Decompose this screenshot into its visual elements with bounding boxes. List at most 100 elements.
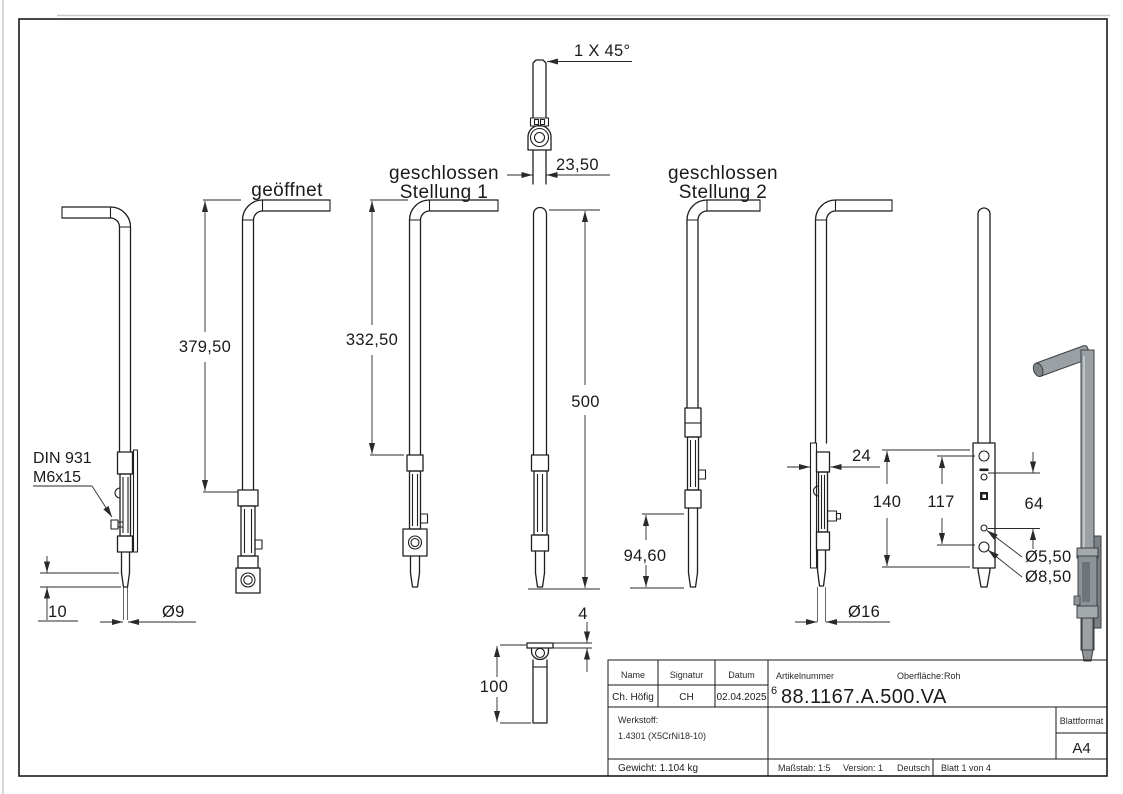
guide-hole-outer [407,535,423,550]
view-front-handle-left: DIN 931 M6x15 10 Ø9 [33,206,196,626]
render-bolt [1081,617,1094,651]
tb-datum-value: 02.04.2025 [716,692,766,703]
tb-gewicht: Gewicht: 1.104 kg [618,763,698,774]
eye-ring-outer [529,127,550,148]
view-geschlossen-stellung-2: geschlossen Stellung 2 94,60 [624,163,778,589]
dimension-100: 100 [480,644,531,724]
tb-signatur-label: Signatur [670,670,704,680]
latch-housing-closed [402,454,429,588]
side-housing [809,442,842,622]
plate-hole-bottom [978,541,990,553]
render-nub [1073,595,1081,606]
tb-artikelnummer-label: Artikelnummer [776,671,834,681]
guide-hole-inner [410,537,420,548]
dim-4-text: 4 [578,605,587,623]
dimension-117: 117 [927,455,975,546]
dim-332-50-text: 332,50 [346,331,398,349]
dim-23-50-text: 23,50 [556,156,599,174]
din-annotation: DIN 931 M6x15 [33,450,113,518]
din-label-line1: DIN 931 [33,450,92,467]
dim-24-text: 24 [852,447,871,465]
view-front-center: 1 X 45° 23,50 500 [480,42,632,724]
latch-housing-extended [684,407,707,588]
handle-left [61,206,132,453]
dim-64-text: 64 [1025,495,1044,513]
dim-dia16-text: Ø16 [848,603,880,621]
dim-117-text: 117 [927,493,954,511]
tb-name-value: Ch. Höfig [612,692,654,703]
view-plate-front: 140 117 64 Ø5,50 Ø8,50 [873,207,1071,588]
label-geoeffnet: geöffnet [251,180,323,201]
dim-94-60-text: 94,60 [624,547,667,565]
dimension-500: 500 [528,209,600,590]
tb-massstab: Maßstab: 1:5 [778,763,831,773]
label-geschlossen2-line2: Stellung 2 [679,182,768,203]
tb-werkstoff-label: Werkstoff: [618,715,658,725]
tb-blattformat-value: A4 [1072,740,1090,757]
dimension-332-50: 332,50 [346,199,408,456]
tb-blattformat-label: Blattformat [1060,716,1104,726]
din-label-line2: M6x15 [33,469,81,486]
detail-top: 1 X 45° 23,50 [507,42,632,185]
dim-chamfer-text: 1 X 45° [574,42,630,60]
tb-sprache: Deutsch [897,763,930,773]
tb-werkstoff-value: 1.4301 (X5CrNi18-10) [618,731,706,741]
dimension-10: 10 [38,556,121,622]
dimension-24: 24 [787,447,880,471]
handle-right [241,199,331,491]
view-side: 24 Ø16 [787,199,893,626]
plate-features [978,450,990,553]
dimension-dia9: Ø9 [100,603,196,626]
plate-slot-mark [979,468,989,472]
dim-10-text: 10 [48,603,67,621]
title-block: Name Signatur Datum Ch. Höfig CH 02.04.2… [607,659,1108,777]
handle-right [686,199,761,409]
dimension-379-50: 379,50 [179,199,241,493]
handle-right [814,199,893,444]
view-geschlossen-stellung-1: geschlossen Stellung 1 332,50 [346,163,499,588]
eye-ring-inner [533,131,546,144]
render-slot-shadow [1082,562,1090,602]
render-sleeve-bottom [1076,605,1099,619]
dimension-4: 4 [552,605,592,672]
dim-dia9-text: Ø9 [162,603,185,621]
dim-dia5-50-text: Ø5,50 [1025,548,1071,566]
leader-dia5-50: Ø5,50 [986,530,1071,566]
dim-100-text: 100 [480,678,508,696]
main-rod [530,206,550,588]
label-geschlossen2-line1: geschlossen [668,163,778,184]
dimension-64: 64 [988,452,1043,549]
dimension-140: 140 [873,449,970,568]
dimension-94-60: 94,60 [624,513,684,589]
tb-oberflaeche-label: Oberfläche: [897,671,944,681]
latch-housing-open [235,489,263,594]
plate-hole-top [978,450,990,462]
tb-signatur-value: CH [679,692,693,703]
tb-version: Version: 1 [843,763,883,773]
tb-name-label: Name [621,670,645,680]
leader-dia8-50: Ø8,50 [987,549,1071,586]
render-3d [1032,345,1102,662]
mounting-plate [972,442,996,569]
plate-square-inner [982,494,986,498]
handle-right [408,199,499,456]
view-geoeffnet: geöffnet 379,50 [179,180,331,594]
dim-dia8-50-text: Ø8,50 [1025,568,1071,586]
drawing-border [18,18,1108,777]
plate-hole-small-top [980,473,988,481]
dim-140-text: 140 [873,493,901,511]
tb-artikelnummer-value: 88.1167.A.500.VA [781,686,947,708]
guide-hole-inner [243,575,253,585]
detail-bottom: 100 4 [480,605,592,724]
latch-housing [110,449,139,620]
tb-blatt: Blatt 1 von 4 [941,763,991,773]
tb-datum-label: Datum [728,670,755,680]
label-geschlossen1-line1: geschlossen [389,163,499,184]
tb-artikelnummer-prefix: 6 [771,685,777,697]
dim-500-text: 500 [571,393,599,411]
dimension-chamfer: 1 X 45° [547,42,632,65]
dim-379-50-text: 379,50 [179,338,231,356]
label-geschlossen1-line2: Stellung 1 [400,182,489,203]
